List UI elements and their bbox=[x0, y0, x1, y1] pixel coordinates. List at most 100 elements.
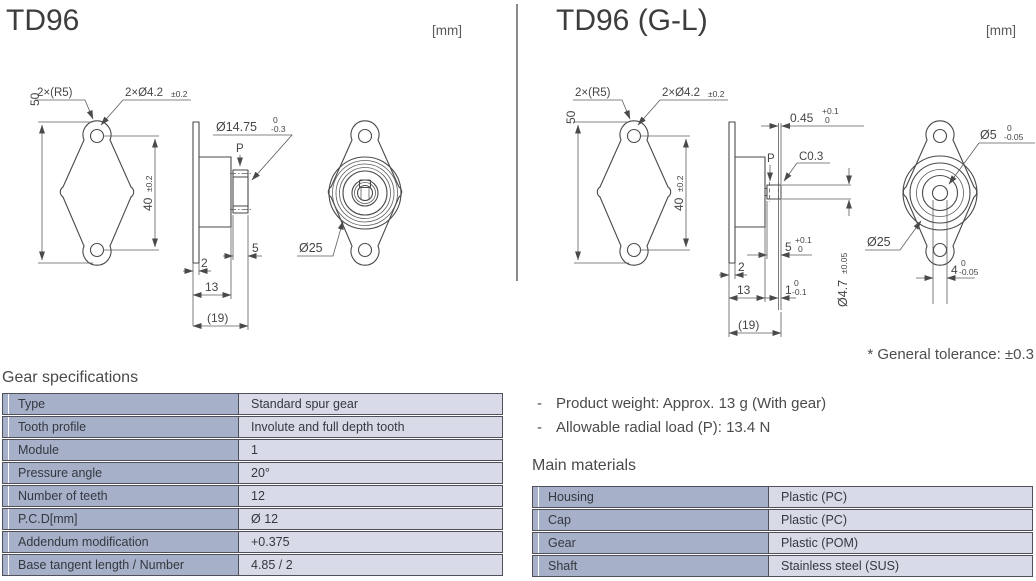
spec-value: 1 bbox=[239, 440, 502, 460]
dim-height: 50 bbox=[28, 92, 42, 106]
rear-view: Ø25 bbox=[297, 120, 403, 266]
table-row: Gear Plastic (POM) bbox=[532, 532, 1033, 554]
main-materials-table: Housing Plastic (PC) Cap Plastic (PC) Ge… bbox=[532, 486, 1033, 578]
table-row: P.C.D[mm] Ø 12 bbox=[2, 508, 503, 530]
spec-value: Involute and full depth tooth bbox=[239, 417, 502, 437]
dim-hole-pitch-tol: ±0.2 bbox=[675, 175, 685, 192]
dim-height: 50 bbox=[564, 110, 578, 124]
spec-value: Ø 12 bbox=[239, 509, 502, 529]
material-part: Housing bbox=[533, 487, 769, 507]
label-corner-radius: 2×(R5) bbox=[37, 87, 73, 99]
table-row: Module 1 bbox=[2, 439, 503, 461]
table-row: Type Standard spur gear bbox=[2, 393, 503, 415]
unit-label-right: [mm] bbox=[986, 23, 1016, 38]
label-hole-diameter: 2×Ø4.2 bbox=[662, 87, 700, 99]
label-hole-tol: ±0.2 bbox=[708, 89, 725, 99]
gear-specifications-table: Type Standard spur gear Tooth profile In… bbox=[2, 393, 503, 577]
page-title-td96: TD96 bbox=[6, 4, 80, 37]
dim-gear-od-tol-hi: 0 bbox=[273, 115, 278, 125]
bullet-dash: - bbox=[537, 395, 542, 412]
label-load-point: P bbox=[236, 143, 244, 155]
rear-view: 4 0 -0.05 Ø5 0 -0.05 Ø25 bbox=[865, 120, 1035, 304]
dim-step: 0.45 bbox=[790, 111, 814, 125]
dim-shaft-od-tol: ±0.05 bbox=[839, 253, 849, 274]
note-product-weight: - Product weight: Approx. 13 g (With gea… bbox=[537, 392, 826, 416]
dim-hole-pitch: 40 bbox=[672, 197, 686, 211]
label-load-point: P bbox=[767, 153, 775, 165]
material-value: Stainless steel (SUS) bbox=[769, 556, 1032, 576]
page-title-td96gl: TD96 (G-L) bbox=[556, 4, 708, 37]
spec-value: 4.85 / 2 bbox=[239, 555, 502, 575]
label-chamfer: C0.3 bbox=[799, 151, 823, 163]
dim-flat-width: 4 bbox=[951, 263, 958, 277]
dim-body-od: Ø25 bbox=[299, 241, 323, 255]
dim-gear-od: Ø14.75 bbox=[216, 120, 257, 134]
note-text: Product weight: Approx. 13 g (With gear) bbox=[556, 395, 827, 412]
table-row: Base tangent length / Number 4.85 / 2 bbox=[2, 554, 503, 576]
table-row: Tooth profile Involute and full depth to… bbox=[2, 416, 503, 438]
front-view: 50 40 ±0.2 2×(R5) 2×Ø4.2 ±0.2 bbox=[28, 87, 191, 266]
main-materials-heading: Main materials bbox=[532, 457, 637, 474]
label-hole-diameter: 2×Ø4.2 bbox=[125, 87, 163, 99]
table-row: Addendum modification +0.375 bbox=[2, 531, 503, 553]
dim-overall-depth: (19) bbox=[207, 311, 228, 325]
dim-gear-od-tol-lo: -0.3 bbox=[271, 124, 286, 134]
dim-shaft-dia: Ø5 bbox=[980, 128, 997, 142]
table-row: Housing Plastic (PC) bbox=[532, 486, 1033, 508]
dim-tip-length: 1 bbox=[785, 283, 792, 297]
table-row: Shaft Stainless steel (SUS) bbox=[532, 555, 1033, 577]
table-row: Cap Plastic (PC) bbox=[532, 509, 1033, 531]
dim-hole-pitch: 40 bbox=[141, 197, 155, 211]
dim-step-tol-hi: +0.1 bbox=[822, 106, 839, 116]
side-view: P Ø14.75 0 -0.3 5 2 13 (19) bbox=[183, 115, 293, 330]
product-notes: - Product weight: Approx. 13 g (With gea… bbox=[537, 392, 826, 440]
table-row: Number of teeth 12 bbox=[2, 485, 503, 507]
spec-value: 20° bbox=[239, 463, 502, 483]
panel-divider bbox=[516, 4, 518, 281]
label-hole-tol: ±0.2 bbox=[171, 89, 188, 99]
dim-flange-thickness: 2 bbox=[201, 256, 208, 270]
front-view: 50 40 ±0.2 2×(R5) 2×Ø4.2 ±0.2 bbox=[564, 87, 728, 266]
spec-label: Pressure angle bbox=[3, 463, 239, 483]
dim-tip-tol-hi: 0 bbox=[794, 278, 799, 288]
spec-label: Addendum modification bbox=[3, 532, 239, 552]
spec-label: Module bbox=[3, 440, 239, 460]
dim-hole-pitch-tol: ±0.2 bbox=[144, 175, 154, 192]
gear-specifications-heading: Gear specifications bbox=[2, 369, 139, 386]
material-value: Plastic (PC) bbox=[769, 487, 1032, 507]
dim-shaft-dia-tol-lo: -0.05 bbox=[1004, 132, 1024, 142]
general-tolerance-note: * General tolerance: ±0.3 bbox=[867, 346, 1034, 363]
dim-shaft-dia-tol-hi: 0 bbox=[1007, 123, 1012, 133]
spec-label: Type bbox=[3, 394, 239, 414]
bullet-dash: - bbox=[537, 419, 542, 436]
label-corner-radius: 2×(R5) bbox=[575, 87, 611, 99]
spec-label: Tooth profile bbox=[3, 417, 239, 437]
spec-label: Base tangent length / Number bbox=[3, 555, 239, 575]
dim-shaft-od: Ø4.7 bbox=[836, 280, 850, 307]
spec-value: +0.375 bbox=[239, 532, 502, 552]
side-view: 0.45 +0.1 0 P C0.3 Ø4.7 ±0.05 5 +0.1 0 bbox=[719, 106, 864, 337]
material-part: Shaft bbox=[533, 556, 769, 576]
unit-label-left: [mm] bbox=[432, 23, 462, 38]
spec-value: 12 bbox=[239, 486, 502, 506]
dim-boss-width-tol-hi: +0.1 bbox=[795, 235, 812, 245]
dim-boss-width-tol-lo: 0 bbox=[798, 244, 803, 254]
dim-body-od: Ø25 bbox=[867, 235, 891, 249]
dim-tip-tol-lo: -0.1 bbox=[792, 287, 807, 297]
td96gl-technical-drawing: 50 40 ±0.2 2×(R5) 2×Ø4.2 ±0.2 0.45 +0. bbox=[564, 87, 1035, 337]
material-part: Cap bbox=[533, 510, 769, 530]
spec-label: Number of teeth bbox=[3, 486, 239, 506]
dim-body-depth: 13 bbox=[205, 280, 219, 294]
table-row: Pressure angle 20° bbox=[2, 462, 503, 484]
td96-technical-drawing: 50 40 ±0.2 2×(R5) 2×Ø4.2 ±0.2 P bbox=[28, 87, 403, 330]
note-radial-load: - Allowable radial load (P): 13.4 N bbox=[537, 416, 826, 440]
dim-step-tol-lo: 0 bbox=[825, 115, 830, 125]
dim-gear-width: 5 bbox=[252, 241, 259, 255]
dim-flange-thickness: 2 bbox=[738, 260, 745, 274]
spec-value: Standard spur gear bbox=[239, 394, 502, 414]
dim-body-depth: 13 bbox=[737, 283, 751, 297]
material-value: Plastic (POM) bbox=[769, 533, 1032, 553]
dim-boss-width: 5 bbox=[785, 240, 792, 254]
material-value: Plastic (PC) bbox=[769, 510, 1032, 530]
